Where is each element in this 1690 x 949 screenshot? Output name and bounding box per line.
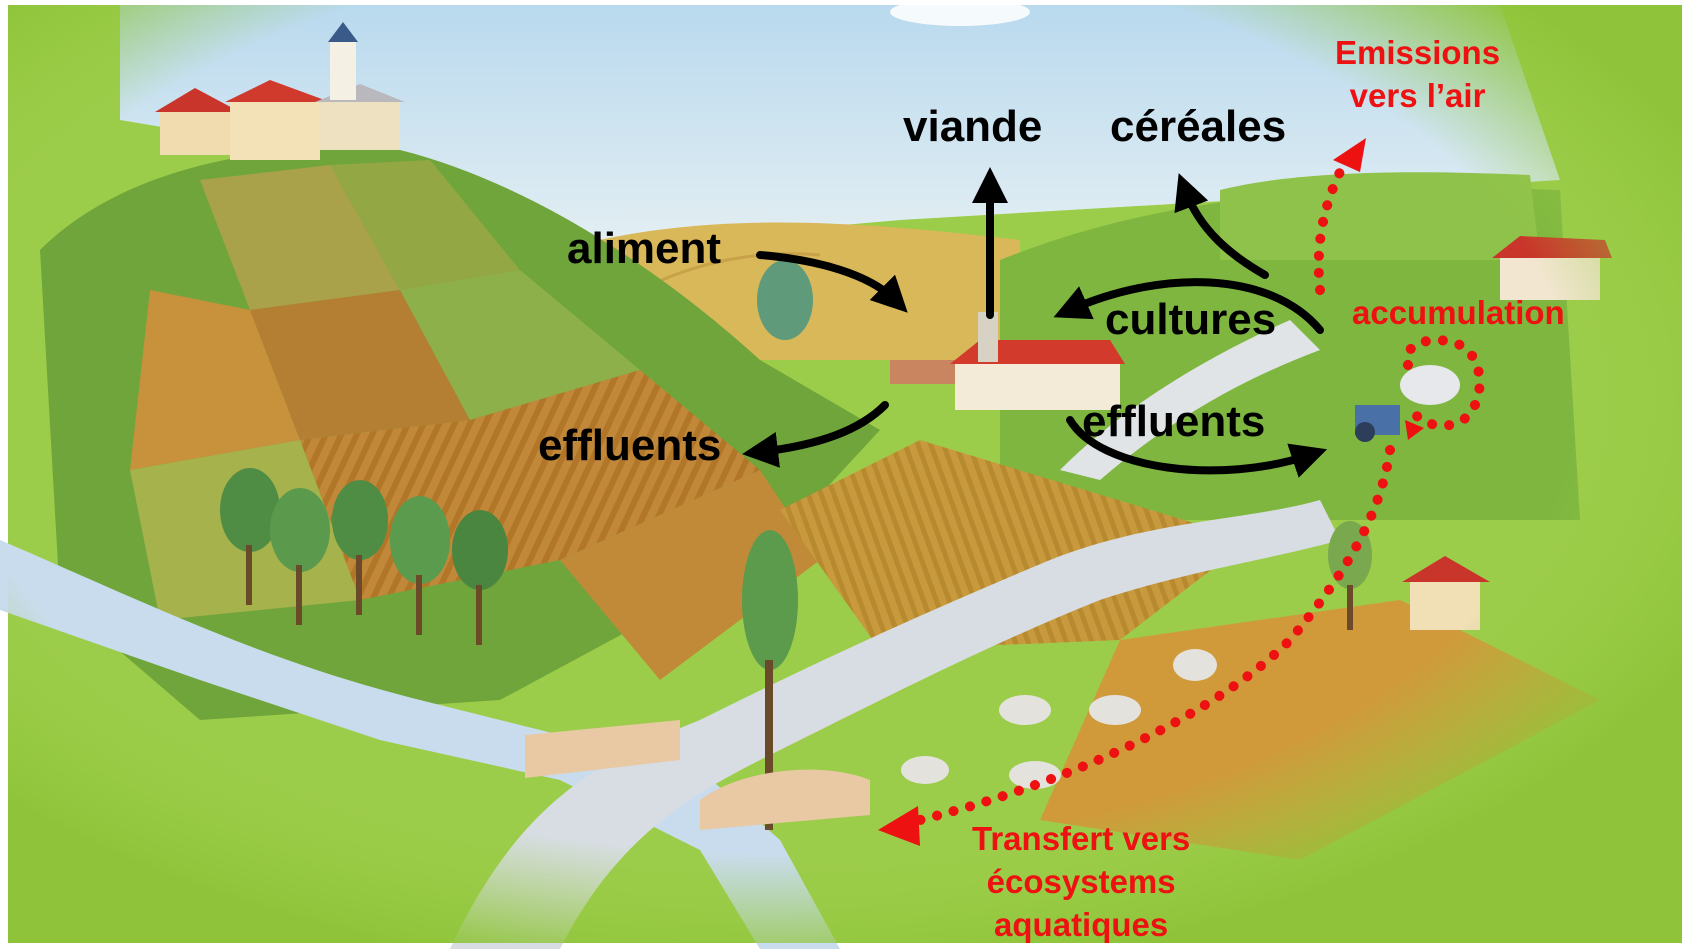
label-transfert: Transfert vers écosystems aquatiques xyxy=(972,818,1190,947)
aliment-arrow xyxy=(756,251,908,313)
label-cereales: céréales xyxy=(1110,102,1287,151)
label-transfert-line2: écosystems xyxy=(986,862,1176,900)
pollutant-paths xyxy=(915,157,1485,825)
label-accumulation: accumulation xyxy=(1352,294,1565,331)
cereales-arrow xyxy=(1174,173,1269,279)
label-emissions-line1: Emissions xyxy=(1335,34,1501,71)
label-effluents-left: effluents xyxy=(538,421,722,470)
label-viande: viande xyxy=(903,102,1043,151)
effluents-right-arrow xyxy=(1066,416,1328,478)
label-effluents-right: effluents xyxy=(1082,397,1266,446)
label-transfert-line1: Transfert vers xyxy=(972,820,1191,857)
effluents-left-arrow xyxy=(742,401,889,468)
label-cultures: cultures xyxy=(1105,295,1277,344)
air-emission-path xyxy=(1313,157,1350,295)
aquatic-arrowhead xyxy=(878,806,920,846)
accumulation-loop xyxy=(1402,335,1485,431)
label-emissions-line2: vers l’air xyxy=(1349,76,1486,114)
flow-arrows xyxy=(742,167,1328,478)
label-transfert-line3: aquatiques xyxy=(994,905,1169,943)
label-aliment: aliment xyxy=(567,224,722,273)
cultures-arrow xyxy=(1053,278,1324,334)
pollutant-arrowheads xyxy=(878,138,1424,846)
air-arrowhead xyxy=(1333,138,1366,172)
label-emissions: Emissions vers l’air xyxy=(1335,32,1500,118)
accumulation-arrowhead xyxy=(1405,420,1424,440)
